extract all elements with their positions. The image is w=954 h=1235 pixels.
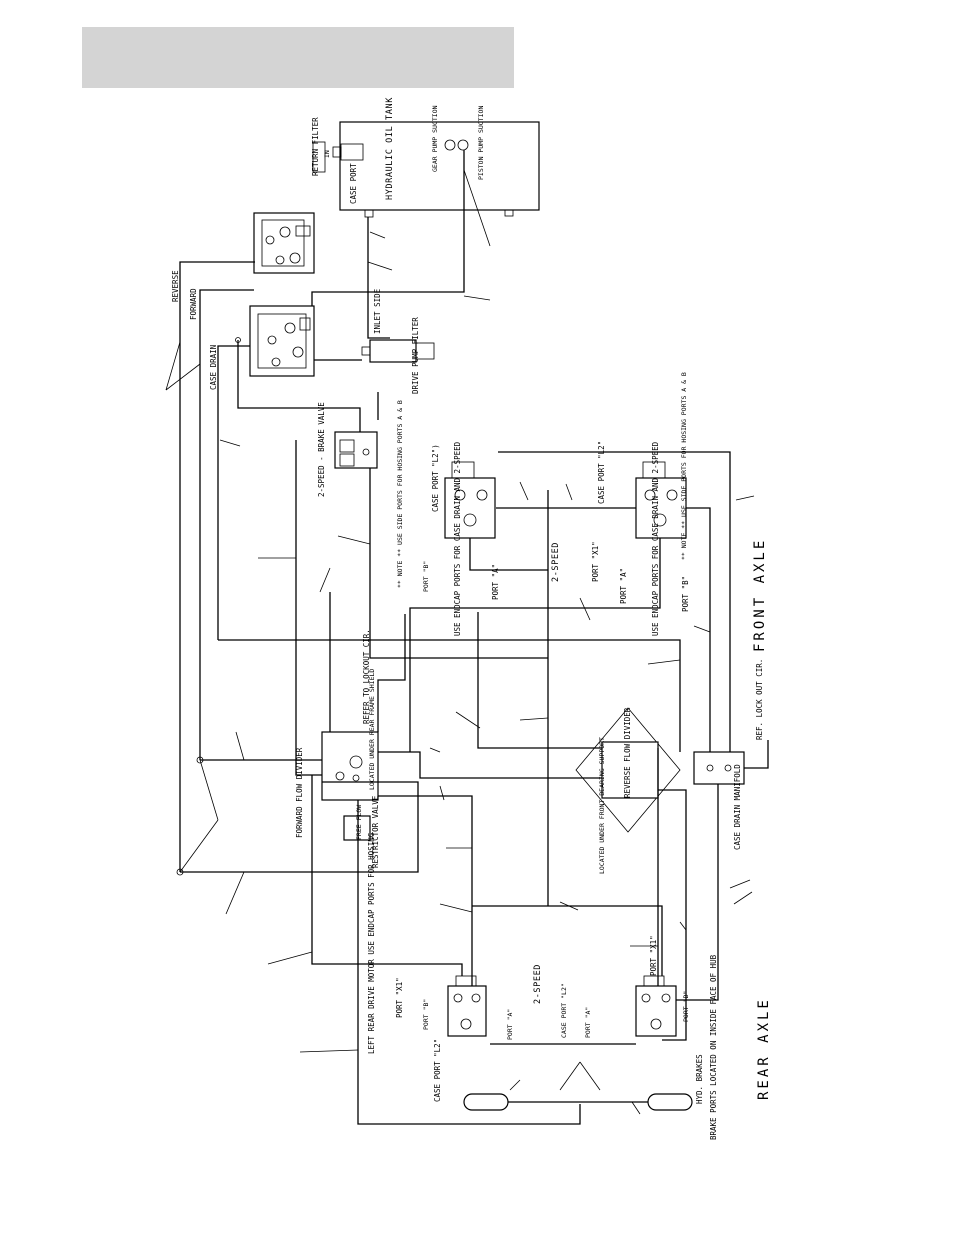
note-side-ports-right: ** NOTE ** USE SIDE PORTS FOR HOSING POR…	[680, 372, 688, 560]
located-under-front-bearing-label: LOCATED UNDER FRONT BEARING SUPPORT	[598, 737, 606, 874]
port-b-front-left-label: PORT "B"	[422, 561, 430, 592]
ref-lockout-label: REF. LOCK OUT CIR.	[755, 659, 764, 740]
front-left-drive-motor	[444, 461, 496, 539]
piston-pump-suction-port	[457, 139, 469, 151]
endcap-right-note: USE ENDCAP PORTS FOR CASE DRAIN AND 2-SP…	[651, 441, 660, 636]
brake-ports-label: BRAKE PORTS LOCATED ON INSIDE FACE OF HU…	[709, 954, 718, 1140]
hyd-brakes-label: HYD. BRAKES	[695, 1054, 704, 1104]
left-rear-drive-motor-label: LEFT REAR DRIVE MOTOR USE ENDCAP PORTS F…	[367, 832, 376, 1054]
reverse-flow-divider-label: REVERSE FLOW DIVIDER	[623, 707, 632, 798]
hydraulic-oil-tank	[339, 121, 540, 211]
gear-pump-suction-port	[444, 139, 456, 151]
port-x1-rear-right-label: PORT "X1"	[649, 935, 658, 976]
brake-valve-label: 2-SPEED - BRAKE VALVE	[317, 402, 326, 497]
port-a-rear-right-label: PORT "A"	[584, 1007, 592, 1038]
piston-pump-suction-label: PISTON PUMP SUCTION	[477, 106, 485, 180]
rear-axle-label: REAR AXLE	[756, 997, 772, 1100]
port-b-front-right-label: PORT "B"	[681, 576, 690, 612]
drive-pump-filter	[361, 339, 435, 363]
refer-lockout-label: REFER TO LOCKOUT CIR.	[362, 629, 371, 724]
endcap-left-note: USE ENDCAP PORTS FOR CASE DRAIN AND 2-SP…	[453, 441, 462, 636]
gear-pump	[253, 212, 315, 274]
front-axle-label: FRONT AXLE	[752, 538, 768, 652]
port-b-rear-left-label: PORT "B"	[422, 999, 430, 1030]
tank-foot	[504, 209, 514, 217]
reverse-flow-divider	[575, 707, 681, 833]
port-a-front-right-label: PORT "A"	[619, 568, 628, 604]
tank-case-port-label: CASE PORT	[349, 163, 358, 204]
port-x1-front-label: PORT "X1"	[591, 541, 600, 582]
port-a-rear-left-label: PORT "A"	[506, 1009, 514, 1040]
leader-lines	[219, 169, 755, 1115]
two-speed-front-label: 2-SPEED	[551, 542, 561, 582]
case-port-l2-front-left-label: CASE PORT "L2")	[431, 444, 440, 512]
inlet-side-label: INLET SIDE	[373, 288, 382, 334]
case-drain-manifold	[693, 751, 745, 785]
rear-right-drive-motor	[635, 975, 677, 1037]
case-drain-manifold-label: CASE DRAIN MANIFOLD	[733, 764, 742, 850]
reverse-label: REVERSE	[171, 270, 180, 302]
forward-label: FORWARD	[189, 288, 198, 320]
port-a-front-left-label: PORT "A"	[491, 564, 500, 600]
located-under-rear-frame-label: LOCATED UNDER REAR FRAME SHIELD	[368, 669, 376, 790]
rear-left-drive-motor	[447, 975, 487, 1037]
free-flow-restrictor-valve	[343, 815, 371, 841]
tank-case-port-fitting	[364, 209, 374, 218]
left-rear-brake	[463, 1093, 509, 1111]
case-drain-label: CASE DRAIN	[209, 345, 218, 390]
two-speed-brake-valve	[334, 431, 378, 469]
case-port-l2-front-right-label: CASE PORT "L2"	[597, 441, 606, 504]
return-filter-label: RETURN FILTER	[311, 117, 320, 176]
right-rear-brake	[647, 1093, 693, 1111]
gear-pump-suction-label: GEAR PUMP SUCTION	[431, 105, 439, 172]
hydraulic-tank-label: HYDRAULIC OIL TANK	[385, 97, 395, 200]
note-side-ports-left: ** NOTE ** USE SIDE PORTS FOR HOSING POR…	[396, 400, 404, 588]
two-speed-rear-label: 2-SPEED	[533, 964, 543, 1004]
free-flow-label: FREE FLOW	[355, 805, 363, 840]
hose-lines	[165, 150, 769, 1125]
port-x1-rear-left-label: PORT "X1"	[395, 977, 404, 1018]
return-filter-in-label: IN	[323, 150, 331, 158]
drive-pump-filter-label: DRIVE PUMP FILTER	[411, 317, 420, 394]
header-bar	[82, 27, 514, 88]
return-filter-cap	[332, 146, 342, 158]
forward-flow-divider	[321, 731, 379, 801]
front-right-drive-motor	[635, 461, 687, 539]
case-port-l2-rear-left-label: CASE PORT "L2"	[433, 1039, 442, 1102]
restrictor-valve-label: RESTRICTOR VALVE	[371, 795, 380, 868]
piston-drive-pump	[249, 305, 315, 377]
return-filter-in-box	[312, 141, 326, 173]
forward-flow-divider-label: FORWARD FLOW DIVIDER	[295, 747, 304, 838]
case-port-l2-rear-right-label: CASE PORT "L2"	[560, 983, 568, 1038]
